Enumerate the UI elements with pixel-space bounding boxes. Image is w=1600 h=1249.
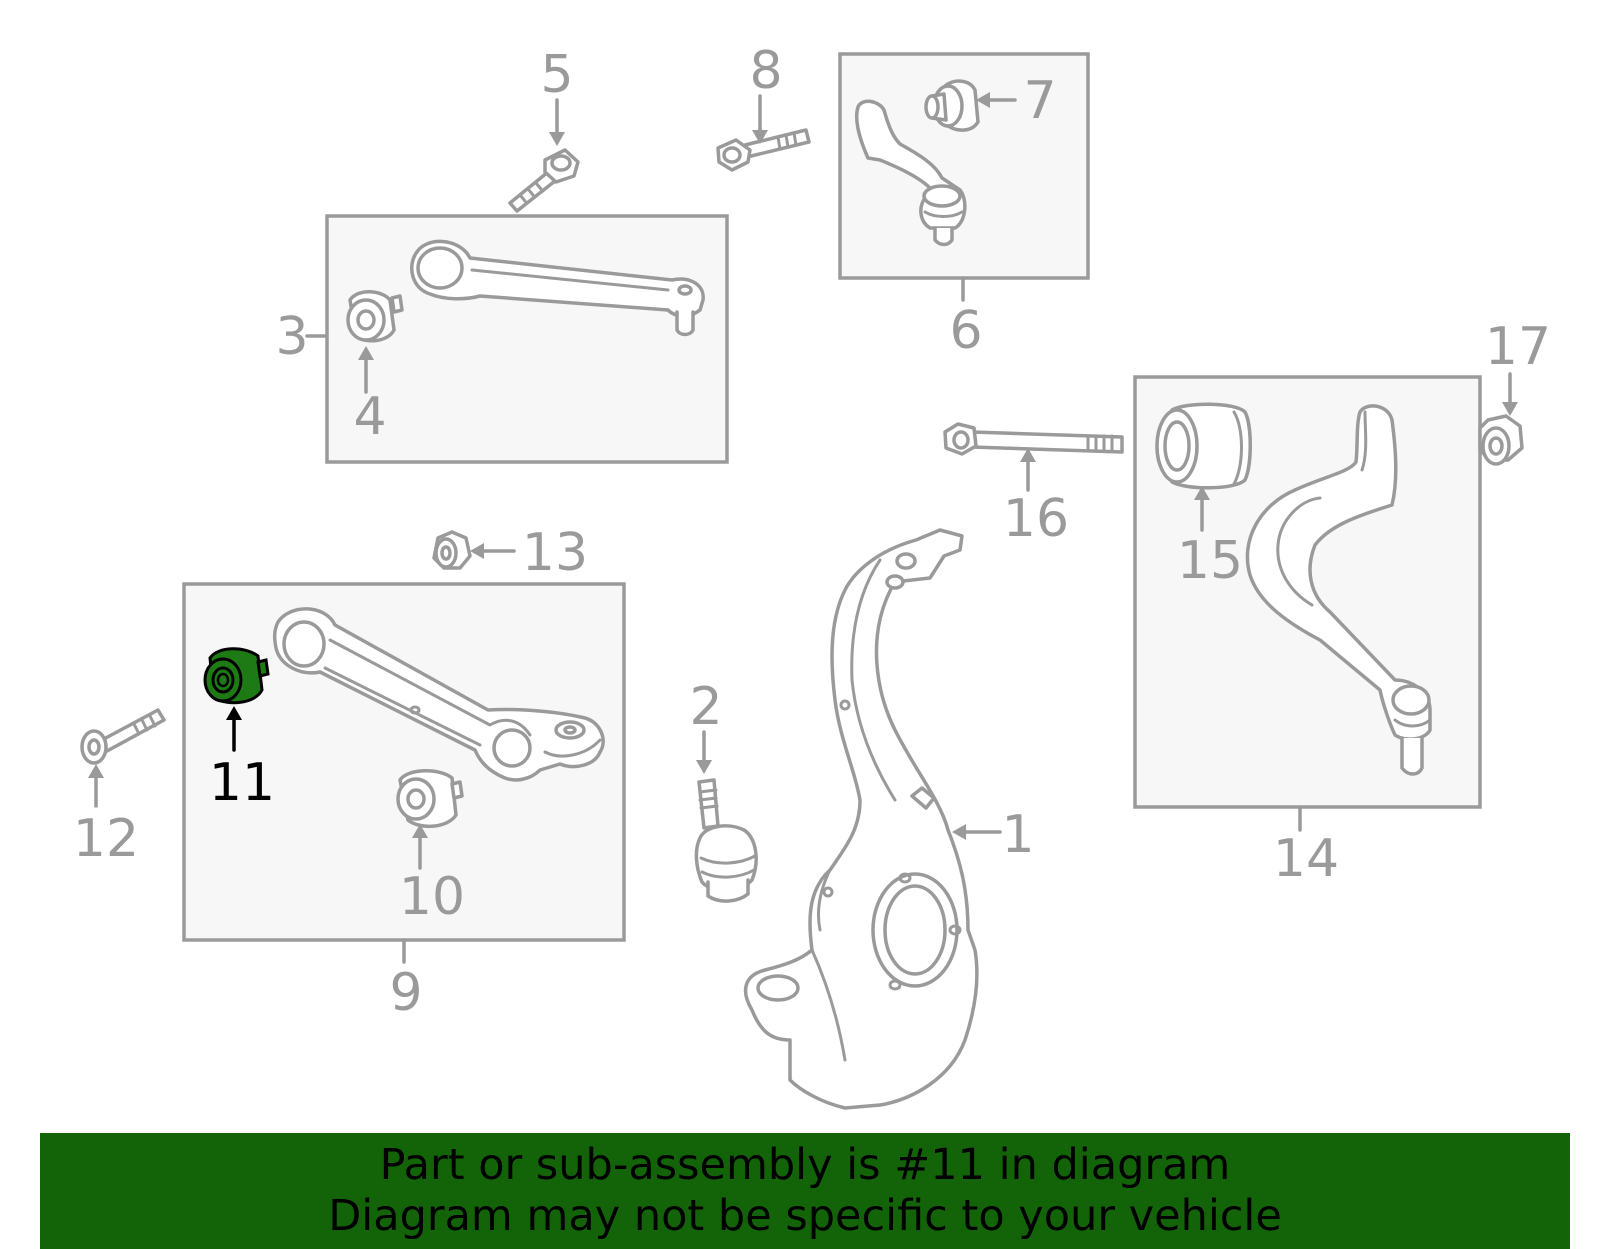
group-box-3 xyxy=(325,214,729,464)
callout-label-5: 5 xyxy=(540,45,573,105)
callout-label-4: 4 xyxy=(353,387,386,447)
bolt-part-8[interactable] xyxy=(716,128,811,172)
bushing-part-11[interactable] xyxy=(203,647,270,705)
callout-label-12: 12 xyxy=(73,809,139,869)
callout-label-15: 15 xyxy=(1177,531,1243,591)
control-arm-part-9[interactable] xyxy=(272,607,605,782)
control-arm-part-14[interactable] xyxy=(1245,404,1432,776)
callout-label-17: 17 xyxy=(1485,317,1551,377)
bolt-part-5[interactable] xyxy=(508,148,580,213)
bolt-part-12[interactable] xyxy=(80,708,166,765)
bushing-part-4[interactable] xyxy=(346,290,404,343)
info-banner: Part or sub-assembly is #11 in diagram D… xyxy=(40,1133,1570,1249)
nut-part-13[interactable] xyxy=(432,530,472,570)
callout-label-7: 7 xyxy=(1023,71,1056,131)
ball-joint-part-2[interactable] xyxy=(694,778,758,903)
banner-line-disclaimer: Diagram may not be specific to your vehi… xyxy=(328,1191,1282,1241)
callout-label-13: 13 xyxy=(522,523,588,583)
nut-part-17[interactable] xyxy=(1478,414,1524,466)
callout-label-6: 6 xyxy=(949,301,982,361)
callout-label-10: 10 xyxy=(399,867,465,927)
callout-label-14: 14 xyxy=(1273,829,1339,889)
callout-label-1: 1 xyxy=(1001,805,1034,865)
bolt-part-16[interactable] xyxy=(943,422,1124,456)
control-arm-part-3[interactable] xyxy=(410,239,705,337)
bushing-part-10[interactable] xyxy=(396,769,464,828)
bushing-part-7[interactable] xyxy=(924,79,980,132)
banner-line-part: Part or sub-assembly is #11 in diagram xyxy=(379,1140,1231,1190)
control-arm-part-6[interactable] xyxy=(855,99,967,247)
callout-label-2: 2 xyxy=(689,677,722,737)
callout-label-8: 8 xyxy=(749,41,782,101)
knuckle-part-1[interactable] xyxy=(743,528,979,1110)
callout-label-16: 16 xyxy=(1003,489,1069,549)
callout-label-11[interactable]: 11 xyxy=(209,753,275,813)
callout-label-3: 3 xyxy=(275,307,308,367)
callout-label-9: 9 xyxy=(389,963,422,1023)
bushing-part-15[interactable] xyxy=(1155,402,1252,490)
